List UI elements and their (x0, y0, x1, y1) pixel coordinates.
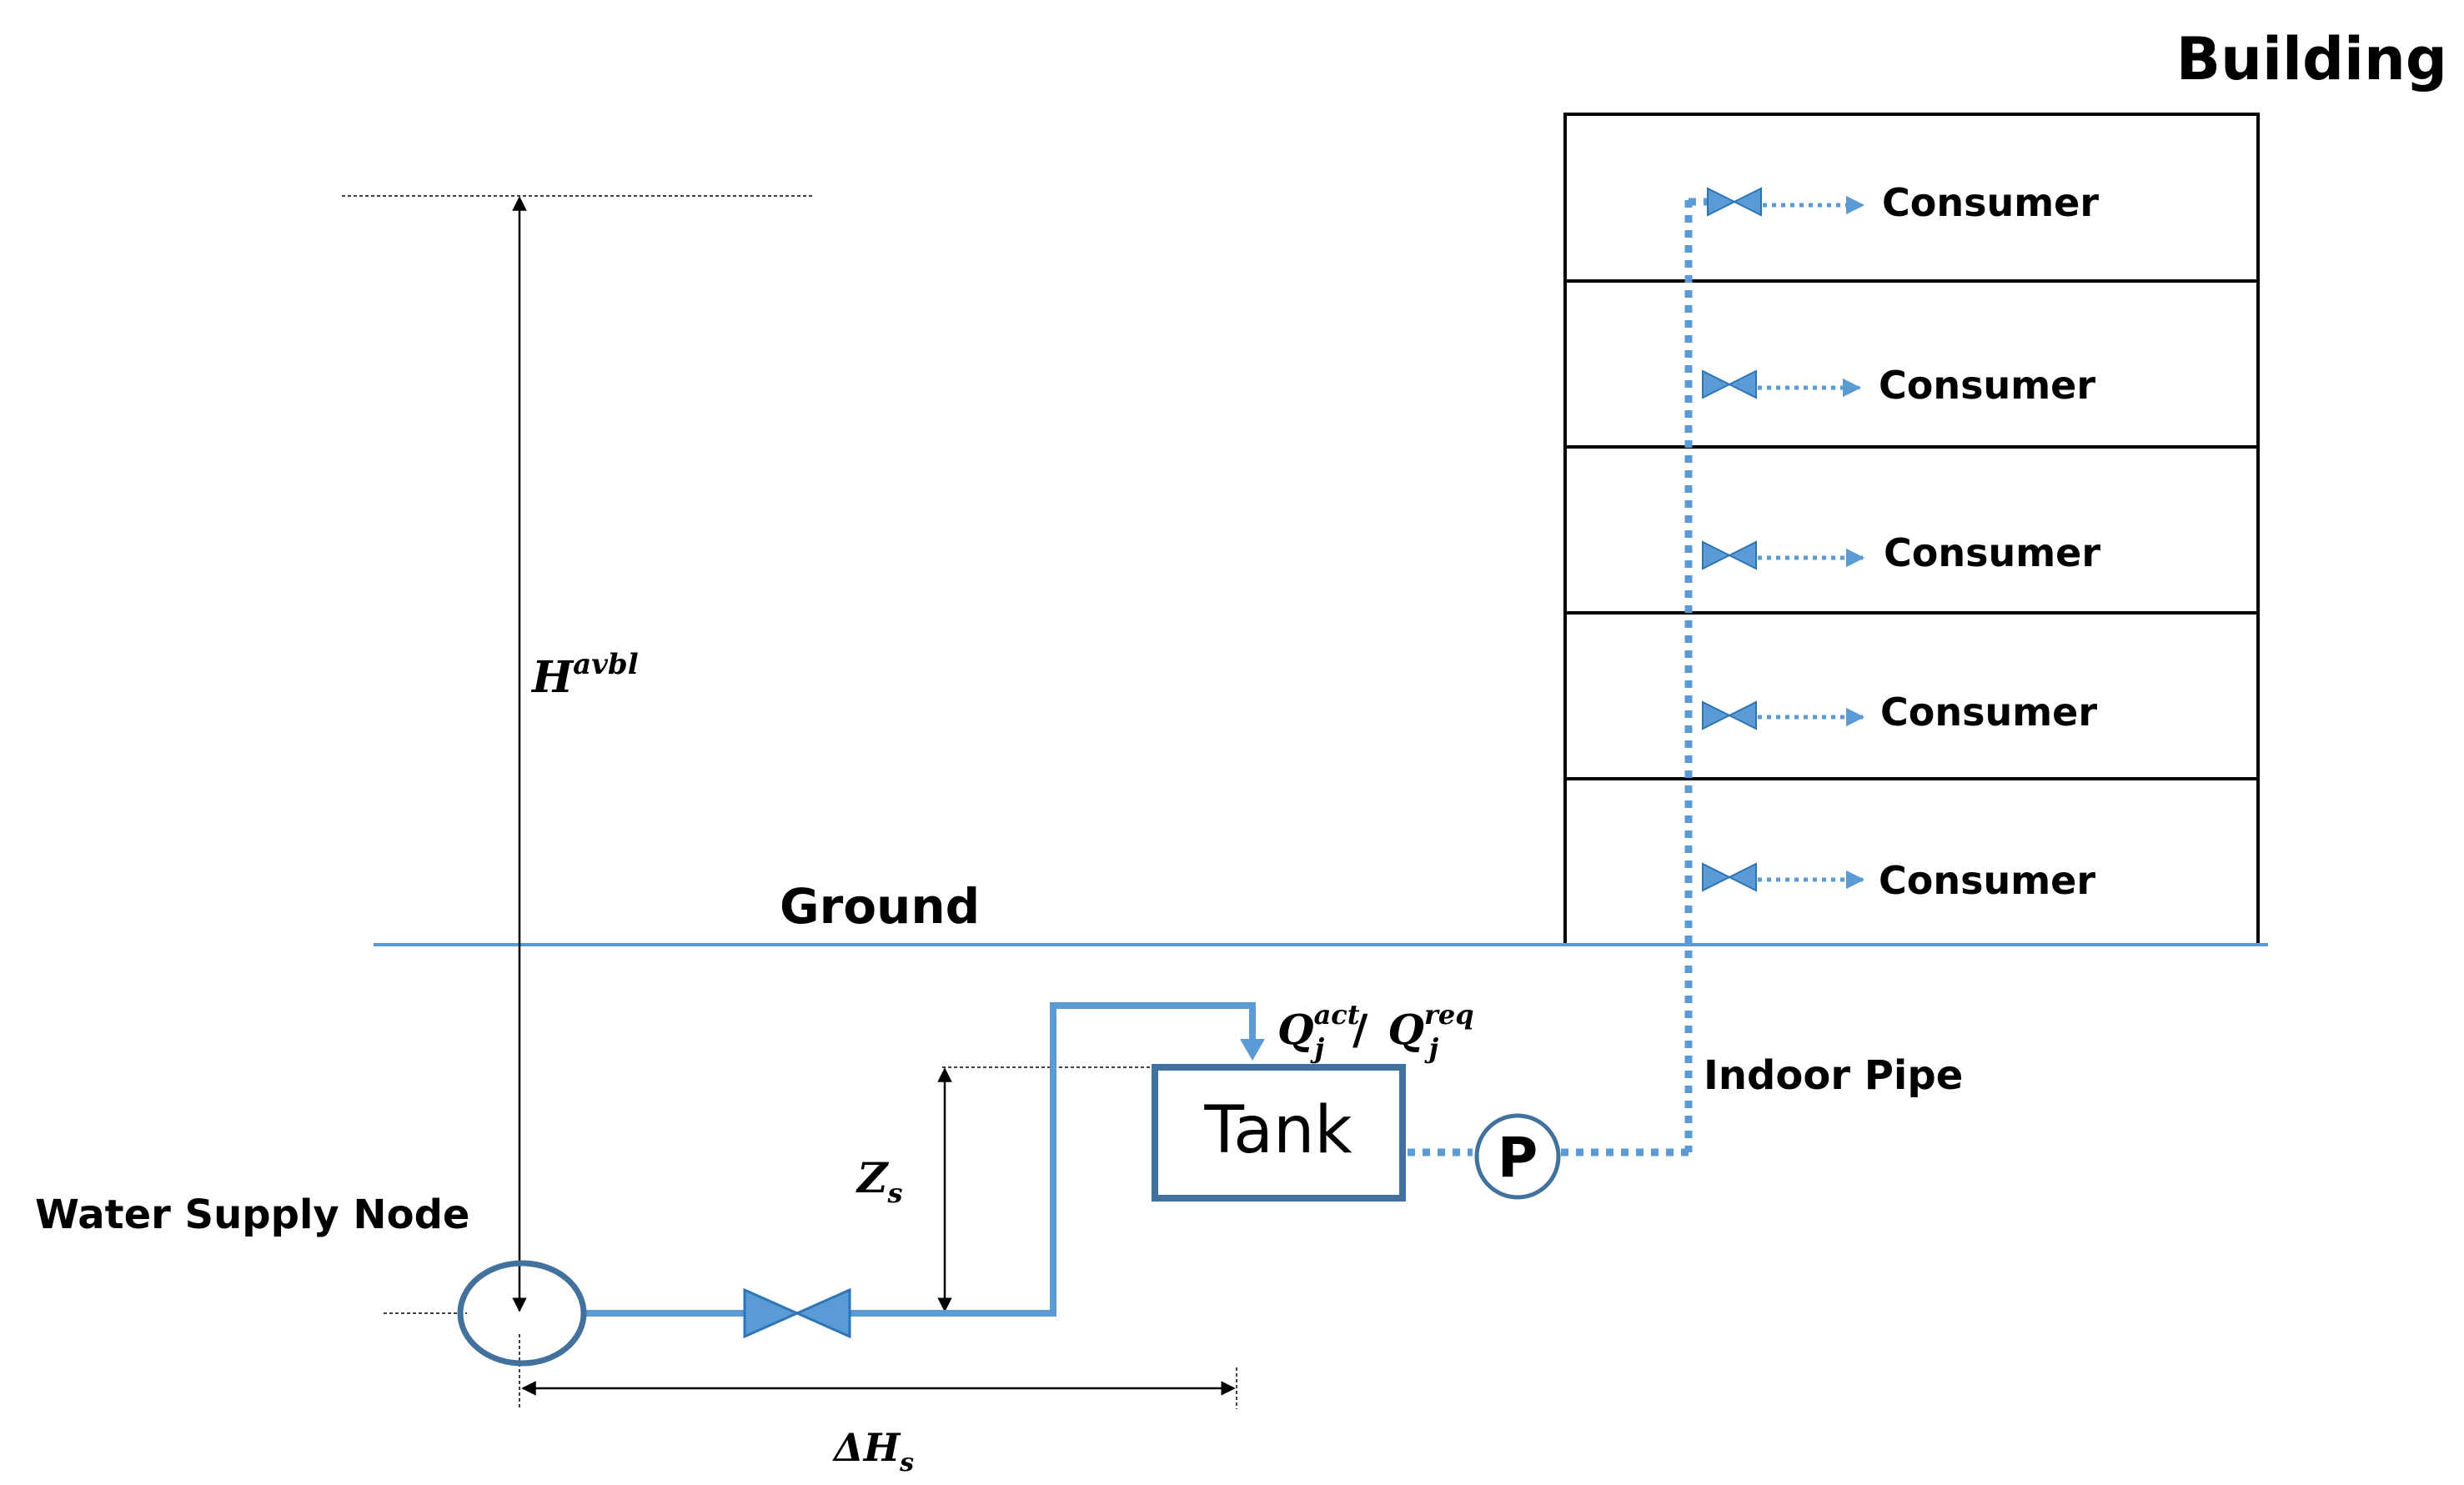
gate-valve-icon (1702, 540, 1732, 570)
building-floor-dividers (1565, 279, 2258, 780)
gate-valve-icon (1707, 187, 1737, 217)
inflow-arrowhead (1240, 1039, 1265, 1061)
floor-4-consumer: Consumer (1702, 690, 2097, 735)
q-req-superscript: req (1424, 999, 1474, 1031)
consumer-label: Consumer (1882, 180, 2099, 225)
delta-h-s-subscript: s (899, 1448, 914, 1477)
pump-icon: P (1474, 1113, 1561, 1200)
floor-3-consumer: Consumer (1702, 530, 2100, 575)
gate-valve-icon (1702, 862, 1732, 892)
consumer-label: Consumer (1879, 363, 2095, 408)
supply-pipe-riser (848, 1002, 1256, 1317)
floor-1-consumer: Consumer (1707, 180, 2099, 225)
q-req-base: Q (1388, 1005, 1424, 1054)
consumer-label: Consumer (1879, 858, 2095, 903)
delta-h-s-label: ΔHs (832, 1425, 914, 1477)
z-s-label: Zs (856, 1153, 903, 1209)
q-act-superscript: act (1314, 999, 1360, 1031)
main-gate-valve (743, 1287, 851, 1339)
building-title: Building (2176, 25, 2447, 93)
building-outline (1563, 113, 2260, 946)
reference-lines (342, 195, 1237, 1409)
q-slash: / (1352, 1005, 1368, 1054)
pump-circle (1474, 1113, 1561, 1200)
h-avbl-label: Havbl (530, 648, 639, 703)
z-s-subscript: s (887, 1177, 903, 1209)
gate-valve-icon (1732, 187, 1762, 217)
ground-label: Ground (780, 878, 980, 935)
q-req-subscript: j (1424, 1032, 1439, 1064)
tank-label: Tank (1203, 1093, 1352, 1168)
gate-valve-icon (1727, 540, 1757, 570)
gate-valve-icon (1727, 862, 1757, 892)
gate-valve-icon (1727, 369, 1757, 399)
floor-2-consumer: Consumer (1702, 363, 2095, 408)
consumer-label: Consumer (1884, 530, 2100, 575)
supply-pipe (581, 1002, 1256, 1317)
h-avbl-superscript: avbl (573, 648, 639, 681)
gate-valve-icon (1727, 700, 1757, 730)
consumer-label: Consumer (1880, 690, 2097, 735)
water-supply-node-label: Water Supply Node (35, 1192, 469, 1238)
gate-valve-icon (1702, 369, 1732, 399)
floor-5-consumer: Consumer (1702, 858, 2095, 903)
pump-label: P (1498, 1126, 1538, 1190)
gate-valve-icon (794, 1287, 851, 1339)
gate-valve-icon (1702, 700, 1732, 730)
tank-box (1152, 1064, 1406, 1202)
indoor-pipe-label: Indoor Pipe (1704, 1052, 1963, 1099)
gate-valve-icon (743, 1287, 800, 1339)
supply-node-icon (457, 1260, 587, 1367)
